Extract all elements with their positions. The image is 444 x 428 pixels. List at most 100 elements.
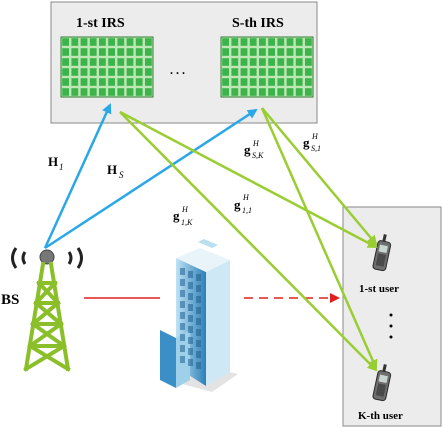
irs-element [259, 68, 266, 76]
irs-element [135, 78, 143, 86]
irs-element [231, 48, 239, 56]
irs-element [117, 48, 125, 56]
irs-element [231, 68, 239, 76]
base-station-tower-icon [11, 247, 83, 372]
building-window [196, 340, 201, 347]
irs-element [80, 38, 88, 46]
irs-element [99, 68, 106, 76]
bs-label: BS [1, 292, 19, 308]
building-window [196, 307, 201, 314]
channel-gs1-arrow [261, 107, 378, 246]
building-window [180, 334, 185, 341]
irs-element [80, 78, 88, 86]
svg-text:S: S [119, 170, 124, 180]
building-window [188, 348, 193, 355]
irs-element [295, 88, 303, 96]
irs-element [249, 58, 257, 66]
irs-element [222, 78, 229, 86]
irs-element [62, 58, 69, 66]
irs-element [305, 58, 312, 66]
irs-element [80, 88, 88, 96]
building-window [188, 326, 193, 333]
building-window [180, 356, 185, 363]
irs-element [89, 78, 97, 86]
irs-element [231, 58, 239, 66]
svg-text:H: H [181, 205, 189, 214]
irs-element [62, 88, 69, 96]
building-window [188, 304, 193, 311]
irs-element [135, 48, 143, 56]
channel-gsk-arrow [260, 107, 378, 370]
irs-element [295, 48, 303, 56]
building-window [180, 301, 185, 308]
building-window [196, 285, 201, 292]
irs-element [268, 48, 275, 56]
building-window [196, 274, 201, 281]
irs-element [135, 58, 143, 66]
irs-element [259, 38, 266, 46]
building-window [196, 318, 201, 325]
irs-element [99, 88, 106, 96]
irs-element [108, 68, 115, 76]
irs-element [99, 58, 106, 66]
irs-element [62, 48, 69, 56]
irs-element [108, 48, 115, 56]
users-panel [342, 206, 442, 427]
irs-element [286, 78, 294, 86]
irs-element [145, 68, 152, 76]
irs-element [277, 68, 285, 76]
svg-text:H: H [242, 193, 250, 202]
building-window [188, 282, 193, 289]
irs-element [249, 78, 257, 86]
irs-element [305, 78, 312, 86]
svg-text:1,K: 1,K [181, 218, 193, 227]
irs-element [268, 68, 275, 76]
irs-element [62, 68, 69, 76]
irs-element [108, 88, 115, 96]
channel-h1-arrow [43, 103, 112, 249]
irs-element [145, 38, 152, 46]
irs-element [286, 68, 294, 76]
label-g11: g H 1,1 [234, 193, 252, 215]
channel-g11-arrow [119, 110, 378, 249]
building-window [196, 351, 201, 358]
irs-element [240, 68, 248, 76]
irs-surface [60, 36, 154, 98]
irs-element [108, 38, 115, 46]
label-g1k: g H 1,K [173, 205, 193, 227]
svg-text:S,1: S,1 [311, 144, 321, 153]
irs-1-element-grid [60, 36, 154, 98]
irs-element [295, 68, 303, 76]
irs-element [126, 68, 134, 76]
svg-text:1,1: 1,1 [242, 206, 252, 215]
phone-icon [372, 364, 392, 402]
svg-text:H: H [252, 139, 260, 148]
building-window [188, 315, 193, 322]
irs-element [108, 78, 115, 86]
irs-element [126, 38, 134, 46]
irs-element [240, 48, 248, 56]
irs-element [126, 58, 134, 66]
irs-element [71, 48, 79, 56]
irs-element [240, 78, 248, 86]
irs-element [117, 38, 125, 46]
phone-icon [372, 234, 392, 272]
irs-element [62, 78, 69, 86]
irs-element [80, 48, 88, 56]
irs-surface [220, 36, 314, 98]
irs-element [71, 68, 79, 76]
irs-element [240, 88, 248, 96]
channel-g1k-arrow [119, 111, 378, 372]
building-window [180, 312, 185, 319]
irs-element [89, 58, 97, 66]
irs-element [99, 48, 106, 56]
svg-text:H: H [311, 132, 319, 141]
irs-first-label: 1-st IRS [76, 16, 125, 31]
irs-element [71, 88, 79, 96]
irs-element [286, 58, 294, 66]
svg-text:g: g [244, 142, 251, 157]
irs-element [145, 78, 152, 86]
irs-element [277, 58, 285, 66]
irs-element [249, 38, 257, 46]
